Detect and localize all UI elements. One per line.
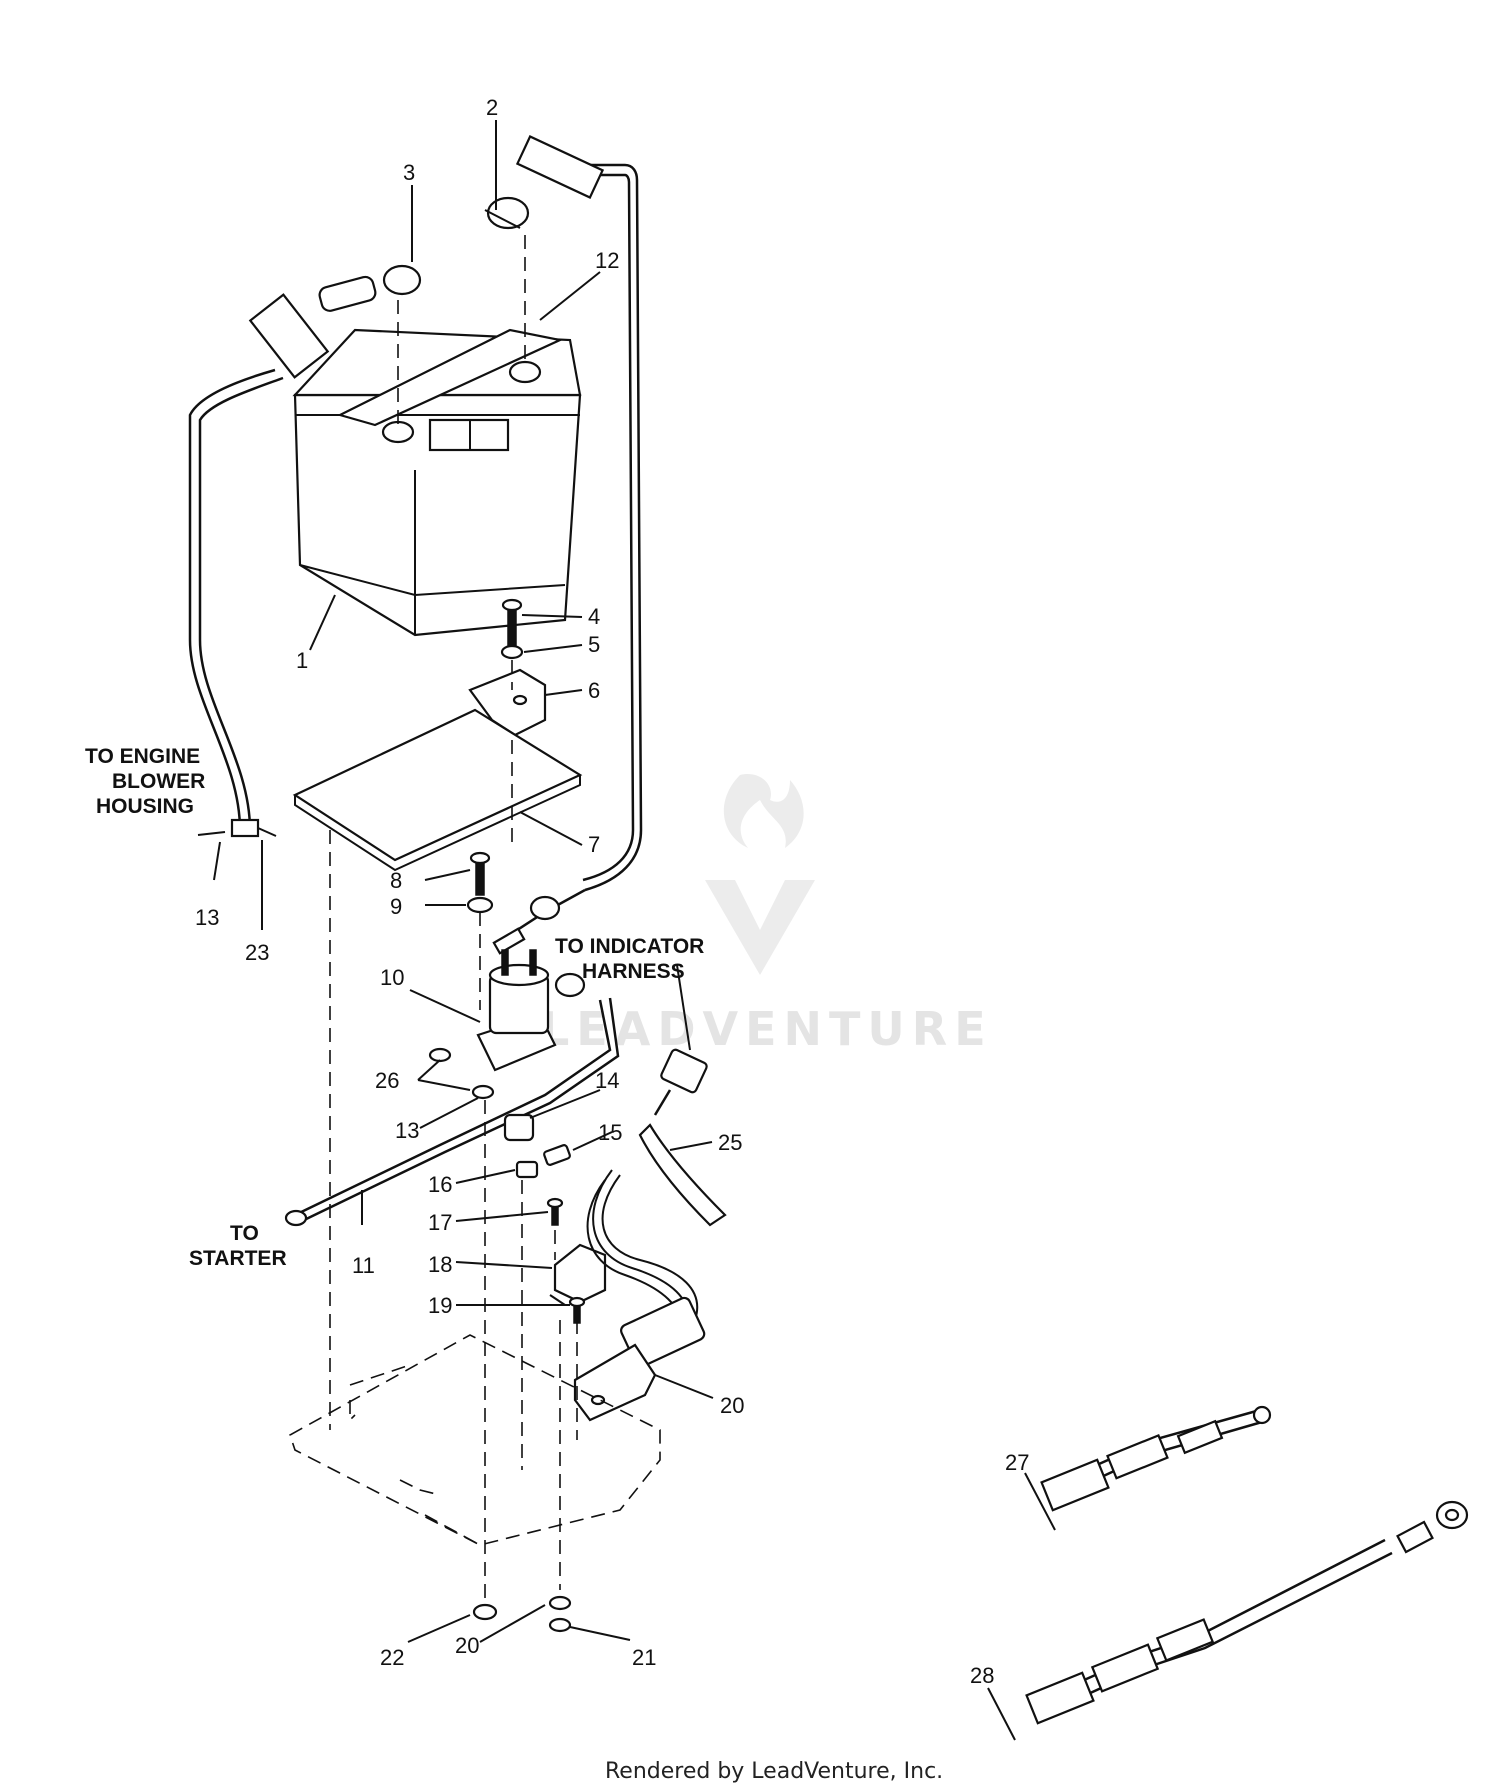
part-labels: 2 3 12 1 4 5 6 7 8 9 10 13 23 26 13 14 1…: [195, 95, 1029, 1688]
engine-callout-line-1: TO ENGINE: [85, 745, 200, 768]
part-label-11: 11: [352, 1253, 375, 1278]
part-label-9: 9: [390, 894, 402, 919]
starter-callout-line-1: TO: [230, 1222, 259, 1245]
indicator-harness: [568, 1048, 727, 1422]
part-label-18: 18: [428, 1252, 452, 1277]
positive-cable: [484, 135, 643, 955]
part-label-17: 17: [428, 1210, 452, 1235]
part-label-14: 14: [595, 1068, 619, 1093]
part-label-16: 16: [428, 1172, 452, 1197]
part-label-2: 2: [486, 95, 498, 120]
part-label-19: 19: [428, 1293, 452, 1318]
alignment-lines: [329, 235, 578, 1600]
base-plate: [289, 1334, 661, 1633]
watermark-text: LEADVENTURE: [540, 1002, 993, 1056]
callouts: TO ENGINE BLOWER HOUSING TO INDICATOR HA…: [85, 745, 704, 1270]
cable-27: [1040, 1405, 1272, 1512]
engine-callout-line-3: HOUSING: [96, 795, 194, 818]
part-label-6: 6: [588, 678, 600, 703]
watermark-flame-icon: [723, 774, 804, 848]
solenoid: [428, 851, 557, 1100]
part-label-5: 5: [588, 632, 600, 657]
indicator-callout-line-2: HARNESS: [582, 960, 685, 983]
part-label-22: 21: [632, 1645, 656, 1670]
battery-tray: [292, 708, 583, 872]
part-label-20: 20: [720, 1393, 744, 1418]
starter-callout-line-2: STARTER: [189, 1247, 287, 1270]
small-parts: [503, 1113, 607, 1306]
hold-down-bracket: [468, 598, 547, 737]
part-label-13-left: 13: [195, 905, 219, 930]
part-label-13: 13: [395, 1118, 419, 1143]
part-label-8: 8: [390, 868, 402, 893]
cable-28: [1025, 1500, 1469, 1725]
watermark: LEADVENTURE: [540, 774, 993, 1056]
battery: [292, 328, 582, 637]
ground-cable: [188, 264, 422, 838]
part-label-28: 28: [970, 1663, 994, 1688]
engine-callout-line-2: BLOWER: [112, 770, 205, 793]
part-label-1: 1: [296, 648, 308, 673]
leader-lines: [197, 120, 1056, 1741]
indicator-callout-line-1: TO INDICATOR: [555, 935, 704, 958]
part-label-21: 20: [455, 1633, 479, 1658]
part-label-27: 27: [1005, 1450, 1029, 1475]
battery-hold-down: [336, 328, 564, 427]
part-label-4: 4: [588, 604, 600, 629]
footer-credit: Rendered by LeadVenture, Inc.: [605, 1759, 943, 1784]
part-label-3: 3: [403, 160, 415, 185]
part-label-23: 22: [380, 1645, 404, 1670]
starter-cable: [284, 972, 620, 1227]
part-label-24: 23: [245, 940, 269, 965]
part-label-26: 26: [375, 1068, 399, 1093]
part-label-15: 15: [598, 1120, 622, 1145]
watermark-v-icon: [705, 880, 815, 975]
part-label-7: 7: [588, 832, 600, 857]
part-label-10: 10: [380, 965, 404, 990]
part-label-25: 25: [718, 1130, 742, 1155]
part-label-12: 12: [595, 248, 619, 273]
